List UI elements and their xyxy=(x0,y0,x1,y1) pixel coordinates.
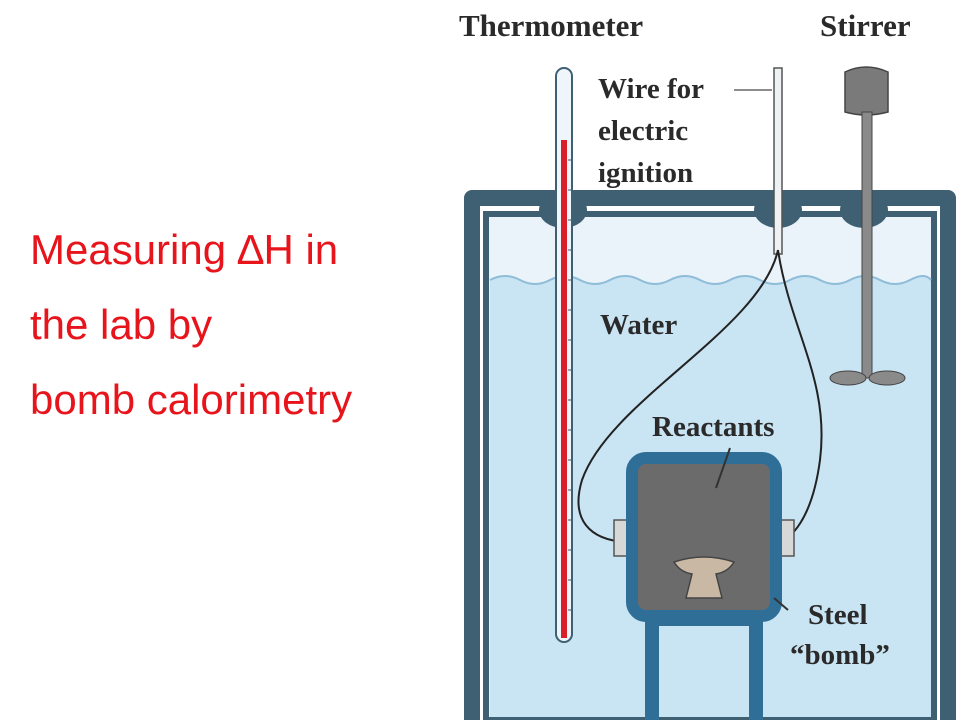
stirrer-blade-right xyxy=(868,370,906,386)
reactants-label: Reactants xyxy=(652,411,774,443)
thermometer-scale xyxy=(568,159,572,611)
steel-bomb-label-line-1: Steel xyxy=(808,599,868,631)
stirrer-blade-left xyxy=(829,370,867,386)
insulated-vessel xyxy=(464,190,956,720)
stirrer-label: Stirrer xyxy=(820,8,911,43)
wire-label-line-3: ignition xyxy=(598,157,693,189)
steel-bomb-leader-line xyxy=(773,597,789,611)
bomb-stand-top xyxy=(652,612,756,626)
stirrer-motor-icon xyxy=(844,66,889,116)
title-line-1: Measuring ∆H in xyxy=(30,226,339,273)
title-line-3: bomb calorimetry xyxy=(30,376,353,423)
wire-label-line-1: Wire for xyxy=(598,73,704,105)
thermometer-label: Thermometer xyxy=(459,8,643,43)
bomb-stand xyxy=(645,616,763,720)
reactants-leader-line xyxy=(715,447,731,489)
steel-bomb-label-line-2: “bomb” xyxy=(790,639,890,671)
ignition-wire-tube xyxy=(773,67,783,255)
water-label: Water xyxy=(600,309,677,341)
slide-title: Measuring ∆H in the lab by bomb calorime… xyxy=(30,212,352,437)
ignition-wire-left xyxy=(577,249,779,543)
stirrer-shaft xyxy=(861,111,873,379)
thermometer-mercury xyxy=(561,140,567,638)
wire-label-line-2: electric xyxy=(598,115,688,147)
reactant-cup xyxy=(672,556,736,599)
title-line-2: the lab by xyxy=(30,301,213,348)
